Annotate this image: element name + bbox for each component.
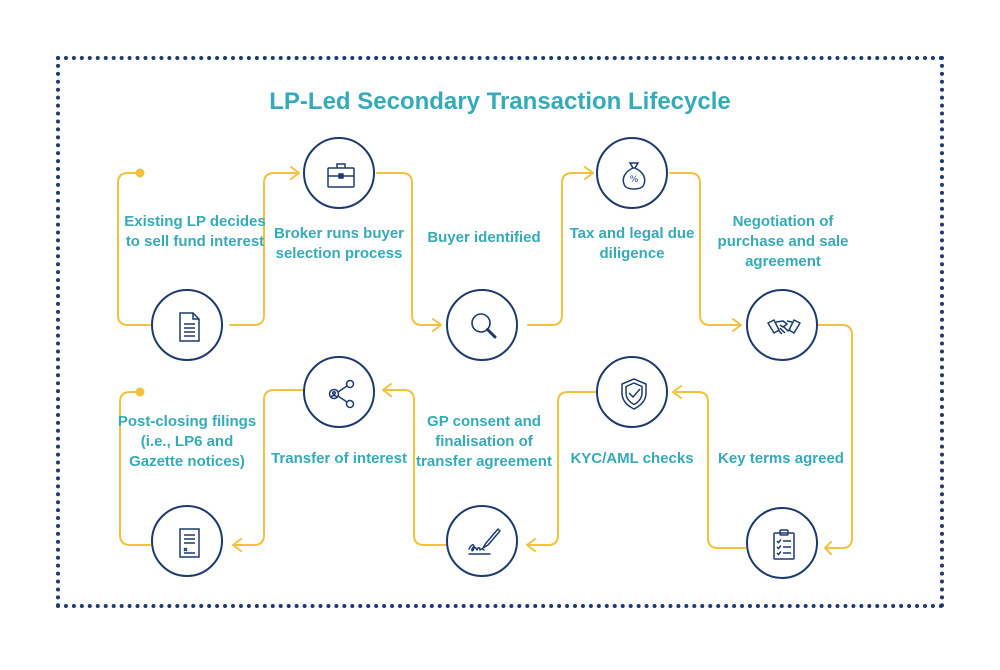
step-10-label: Post-closing filings (i.e., LP6 and Gaze… <box>117 413 257 470</box>
step-1-circle <box>151 289 223 361</box>
money-bag-icon: % <box>622 162 646 190</box>
step-1-label: Existing LP decides to sell fund interes… <box>124 213 266 250</box>
shield-check-icon <box>621 378 647 410</box>
svg-text:%: % <box>630 175 639 185</box>
step-2-label: Broker runs buyer selection process <box>273 225 405 262</box>
signed-document-icon <box>179 528 200 558</box>
step-3-label: Buyer identified <box>427 229 541 246</box>
step-8-circle <box>446 505 518 577</box>
pen-signature-icon <box>468 528 501 555</box>
step-5-circle <box>746 289 818 361</box>
step-7-circle <box>596 356 668 428</box>
step-8-label: GP consent and finalisation of transfer … <box>416 413 552 470</box>
step-3-circle <box>446 289 518 361</box>
step-6-circle <box>746 507 818 579</box>
briefcase-icon <box>327 163 355 188</box>
step-2-circle <box>303 137 375 209</box>
clipboard-checklist-icon <box>773 529 795 560</box>
step-4-circle: % <box>596 137 668 209</box>
step-5-label: Negotiation of purchase and sale agreeme… <box>717 213 849 270</box>
handshake-icon <box>767 319 801 335</box>
share-icon <box>328 379 355 409</box>
magnifier-icon <box>471 313 497 339</box>
step-9-label: Transfer of interest <box>271 450 407 467</box>
diagram-title: LP-Led Secondary Transaction Lifecycle <box>269 88 731 115</box>
step-10-circle <box>151 505 223 577</box>
step-6-label: Key terms agreed <box>718 450 844 467</box>
step-7-label: KYC/AML checks <box>570 450 694 467</box>
step-4-label: Tax and legal due diligence <box>569 225 695 262</box>
step-9-circle <box>303 356 375 428</box>
dotted-frame <box>56 56 944 608</box>
document-icon <box>179 312 200 342</box>
